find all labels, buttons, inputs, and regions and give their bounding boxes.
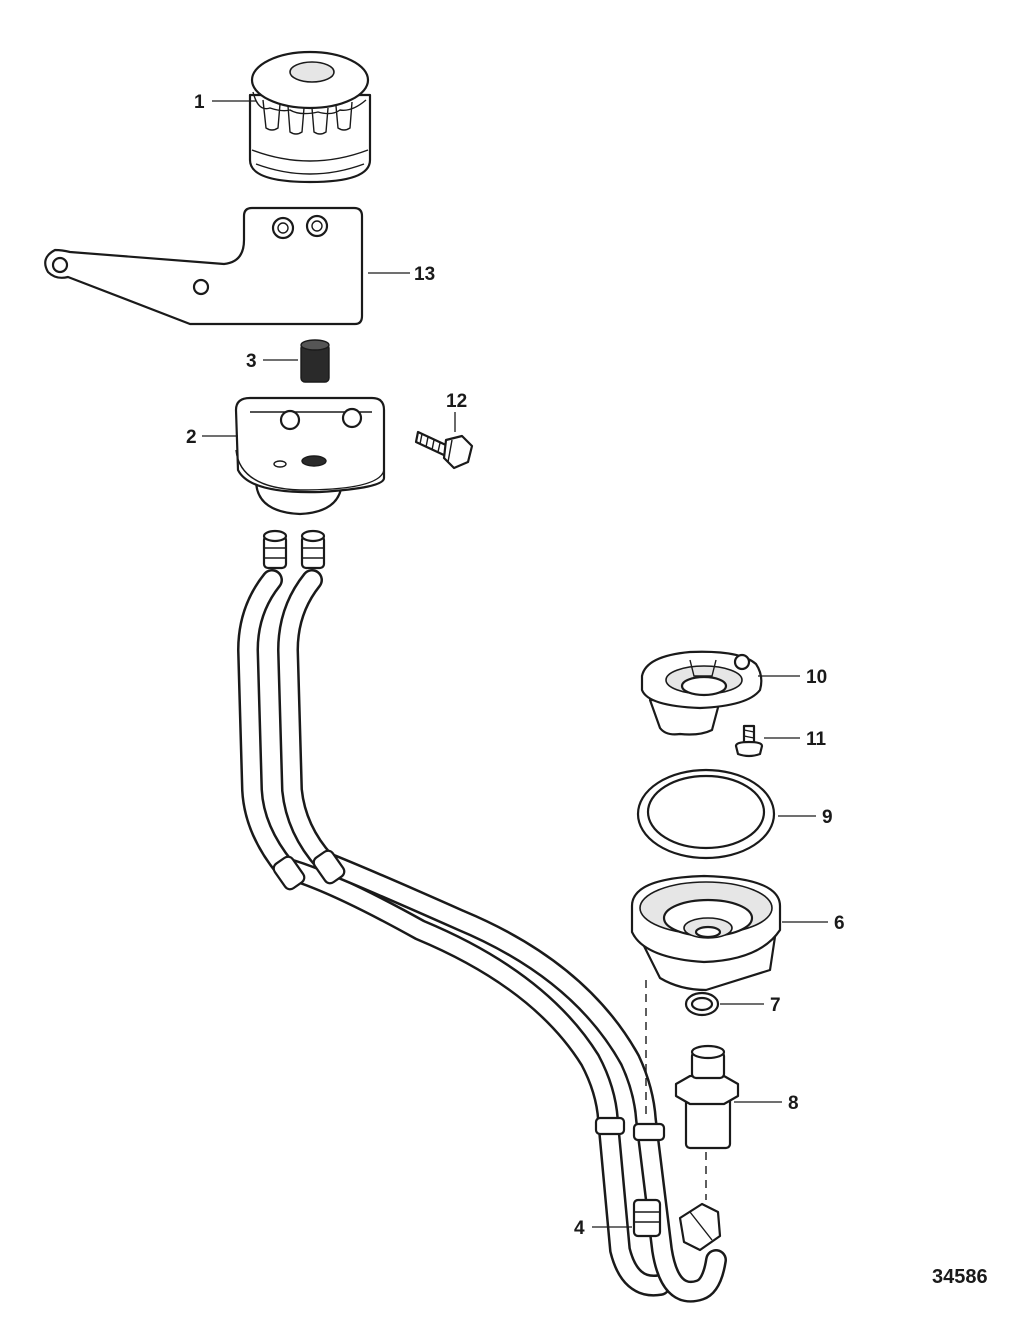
callout-8: 8	[788, 1093, 799, 1114]
callout-7: 7	[770, 995, 781, 1016]
callout-10: 10	[806, 667, 827, 688]
flange-bolt	[414, 430, 474, 470]
callout-3: 3	[246, 351, 257, 372]
callout-6: 6	[834, 913, 845, 934]
oil-filter	[248, 50, 372, 184]
alignment-lines	[645, 980, 707, 1200]
callout-11: 11	[806, 729, 827, 750]
sealing-ring	[636, 768, 776, 860]
o-ring	[684, 991, 720, 1017]
callout-4: 4	[574, 1218, 585, 1239]
oil-cooler-hoses	[237, 529, 727, 1303]
threaded-adapter	[300, 339, 330, 383]
mounting-bracket	[44, 206, 364, 326]
housing-cover	[640, 650, 763, 736]
callout-labels: 1 13 3 12 2 10 11 9 6 7 8 4	[186, 92, 845, 1239]
hose-fitting	[674, 1044, 740, 1150]
filter-adapter-housing	[234, 396, 386, 516]
figure-id: 34586	[932, 1266, 988, 1288]
callout-13: 13	[414, 264, 435, 285]
base-housing	[630, 874, 782, 992]
callout-2: 2	[186, 427, 197, 448]
callout-12: 12	[446, 391, 467, 412]
callout-9: 9	[822, 807, 833, 828]
cover-screw	[734, 724, 764, 758]
callout-1: 1	[194, 92, 205, 113]
leader-lines	[202, 100, 828, 1228]
